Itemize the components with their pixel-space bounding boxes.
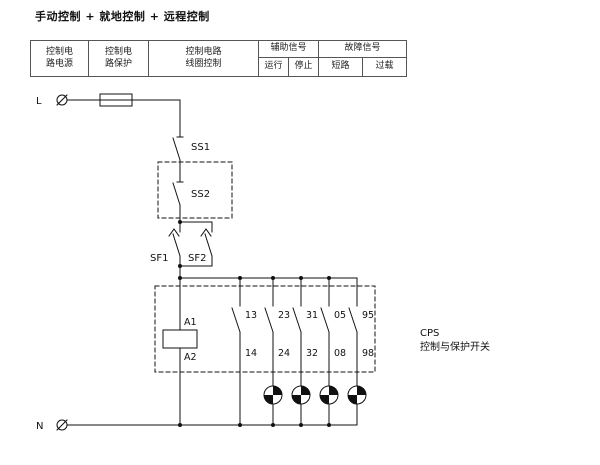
function-spec-table: 控制电 路电源 控制电 路保护 控制电路 线圈控制 辅助信号 故障信号 运行 停… — [30, 40, 407, 77]
contactor-coil — [162, 329, 198, 349]
phase-terminal-l — [56, 94, 68, 106]
pushbutton-sf2 — [200, 228, 213, 257]
terminal-slash-icon — [56, 419, 68, 431]
aux-contact-13-14 — [231, 277, 241, 426]
page-title: 手动控制 + 就地控制 + 远程控制 — [35, 10, 210, 23]
ss1-label: SS1 — [191, 142, 210, 153]
lamp-quadrant-icon — [273, 386, 282, 395]
contact-blade-icon — [231, 307, 241, 333]
phase-l-label: L — [36, 96, 42, 107]
aux-contact-05-08 — [320, 277, 330, 426]
ss2-label: SS2 — [191, 189, 210, 200]
lamp-quadrant-icon — [320, 395, 329, 404]
lamp-quadrant-icon — [301, 386, 310, 395]
coil-icon — [162, 329, 198, 349]
contact-blade-icon — [264, 307, 274, 333]
switch-blade-icon — [172, 233, 181, 257]
pushbutton-branch-wires — [179, 221, 213, 267]
indicator-lamp-short-circuit — [319, 385, 339, 405]
fuse-symbol — [99, 93, 133, 107]
contact-top-number: 95 — [362, 310, 374, 321]
indicator-lamp-overload — [347, 385, 367, 405]
switch-blade-icon — [172, 182, 181, 206]
lamp-quadrant-icon — [264, 395, 273, 404]
coil-a1-label: A1 — [184, 317, 197, 328]
neutral-n-label: N — [36, 421, 43, 432]
contact-bottom-number: 24 — [278, 348, 290, 359]
fuse-icon — [99, 93, 133, 107]
table-cell-power: 控制电 路电源 — [31, 41, 89, 76]
contact-top-number: 31 — [306, 310, 318, 321]
aux-contact-31-32 — [292, 277, 302, 426]
lamp-quadrant-icon — [348, 395, 357, 404]
cps-dashed-box — [154, 285, 376, 373]
contact-blade-icon — [320, 307, 330, 333]
switch-blade-icon — [172, 137, 181, 161]
contact-top-number: 05 — [334, 310, 346, 321]
contact-top-number: 23 — [278, 310, 290, 321]
table-header-aux-signal: 辅助信号 — [259, 41, 319, 58]
top-feeder-wire — [66, 99, 181, 138]
contact-bottom-number: 08 — [334, 348, 346, 359]
aux-contact-23-24 — [264, 277, 274, 426]
table-cell-overload: 过载 — [375, 61, 394, 72]
contact-blade-icon — [348, 307, 358, 333]
contact-bottom-number: 32 — [306, 348, 318, 359]
cps-label-line1: CPS — [420, 328, 439, 339]
sf1-label: SF1 — [150, 253, 168, 264]
table-cell-run: 运行 — [259, 58, 289, 76]
junction-dots — [178, 220, 331, 427]
contact-bottom-number: 98 — [362, 348, 374, 359]
sf2-label: SF2 — [188, 253, 206, 264]
table-cell-short-circuit: 短路 — [319, 58, 363, 76]
local-control-dashed-box — [157, 161, 233, 219]
pushbutton-sf1 — [168, 228, 181, 267]
switch-ss2 — [172, 181, 184, 223]
lamp-quadrant-icon — [329, 386, 338, 395]
cps-label-line2: 控制与保护开关 — [420, 340, 490, 353]
neutral-terminal-n — [56, 419, 358, 431]
actuator-arrow-icon — [168, 228, 180, 237]
indicator-lamp-run — [263, 385, 283, 405]
lamp-quadrant-icon — [292, 395, 301, 404]
coil-a2-label: A2 — [184, 352, 197, 363]
table-header-fault-signal: 故障信号 — [319, 41, 406, 58]
lamp-quadrant-icon — [357, 386, 366, 395]
table-cell-protection: 控制电 路保护 — [89, 41, 149, 76]
indicator-lamp-stop — [291, 385, 311, 405]
table-cell-coil-control: 控制电路 线圈控制 — [149, 41, 259, 76]
aux-contact-95-98 — [348, 277, 358, 426]
terminal-slash-icon — [56, 94, 68, 106]
switch-blade-icon — [204, 233, 213, 257]
actuator-arrow-icon — [200, 228, 212, 237]
contact-top-number: 13 — [245, 310, 257, 321]
contact-blade-icon — [292, 307, 302, 333]
table-cell-stop: 停止 — [289, 58, 319, 76]
contact-bottom-number: 14 — [245, 348, 257, 359]
switch-ss1 — [172, 136, 184, 183]
